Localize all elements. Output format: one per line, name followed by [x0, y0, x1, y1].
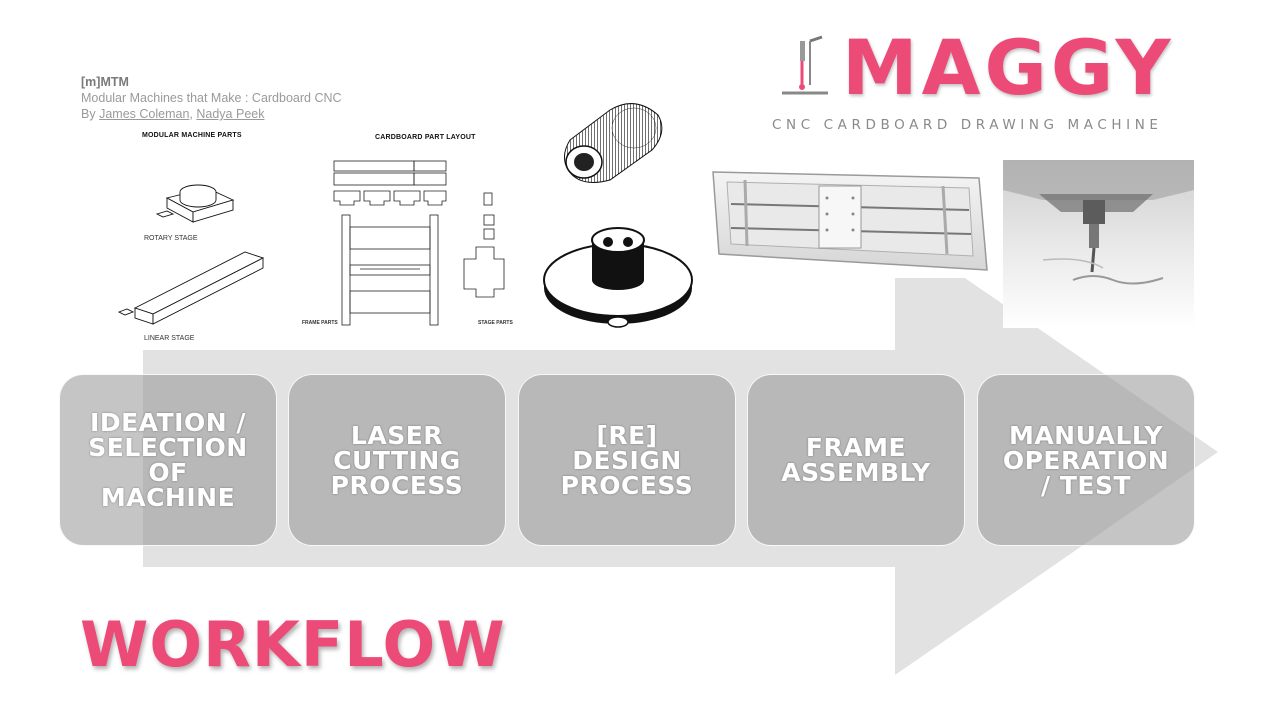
linear-stage-caption: LINEAR STAGE	[144, 335, 195, 342]
rotary-stage-caption: ROTARY STAGE	[144, 235, 198, 242]
step-frame-assembly: FRAME ASSEMBLY	[747, 374, 965, 546]
step-redesign-label: [RE] DESIGN PROCESS	[560, 420, 694, 500]
page-title: WORKFLOW	[80, 608, 506, 681]
pen-closeup-photo	[1003, 160, 1194, 328]
stage-parts-caption: STAGE PARTS	[478, 320, 513, 326]
drawing-machine-logo-icon	[782, 35, 828, 95]
step-ideation: IDEATION / SELECTION OF MACHINE	[59, 374, 277, 546]
step-redesign: [RE] DESIGN PROCESS	[518, 374, 736, 546]
step-laser-cutting-label: LASER CUTTING PROCESS	[330, 420, 464, 500]
reference-code: [m]MTM	[81, 75, 129, 89]
logo-tagline: CNC CARDBOARD DRAWING MACHINE	[772, 117, 1163, 133]
step-frame-assembly-label: FRAME ASSEMBLY	[781, 433, 931, 487]
reference-subtitle: Modular Machines that Make : Cardboard C…	[81, 91, 342, 105]
step-ideation-label: IDEATION / SELECTION OF MACHINE	[88, 408, 248, 512]
parts-title: MODULAR MACHINE PARTS	[142, 132, 242, 139]
reference-block: [m]MTM Modular Machines that Make : Card…	[81, 74, 342, 122]
machine-frame-photo	[707, 158, 992, 278]
logo-name: MAGGY	[842, 23, 1175, 112]
reference-authors: By James Coleman, Nadya Peek	[81, 107, 264, 121]
spool-render	[543, 103, 693, 328]
frame-parts-caption: FRAME PARTS	[302, 320, 338, 326]
modular-parts-drawing	[117, 184, 265, 325]
step-manual-operation: MANUALLY OPERATION / TEST	[977, 374, 1195, 546]
layout-title: CARDBOARD PART LAYOUT	[375, 134, 476, 141]
author-link-nadya-peek[interactable]: Nadya Peek	[196, 107, 265, 121]
author-separator: ,	[189, 107, 193, 121]
step-laser-cutting: LASER CUTTING PROCESS	[288, 374, 506, 546]
author-link-james-coleman[interactable]: James Coleman	[99, 107, 190, 121]
part-layout-drawing	[333, 160, 505, 326]
reference-by: By	[81, 107, 96, 121]
step-manual-operation-label: MANUALLY OPERATION / TEST	[1002, 420, 1170, 500]
